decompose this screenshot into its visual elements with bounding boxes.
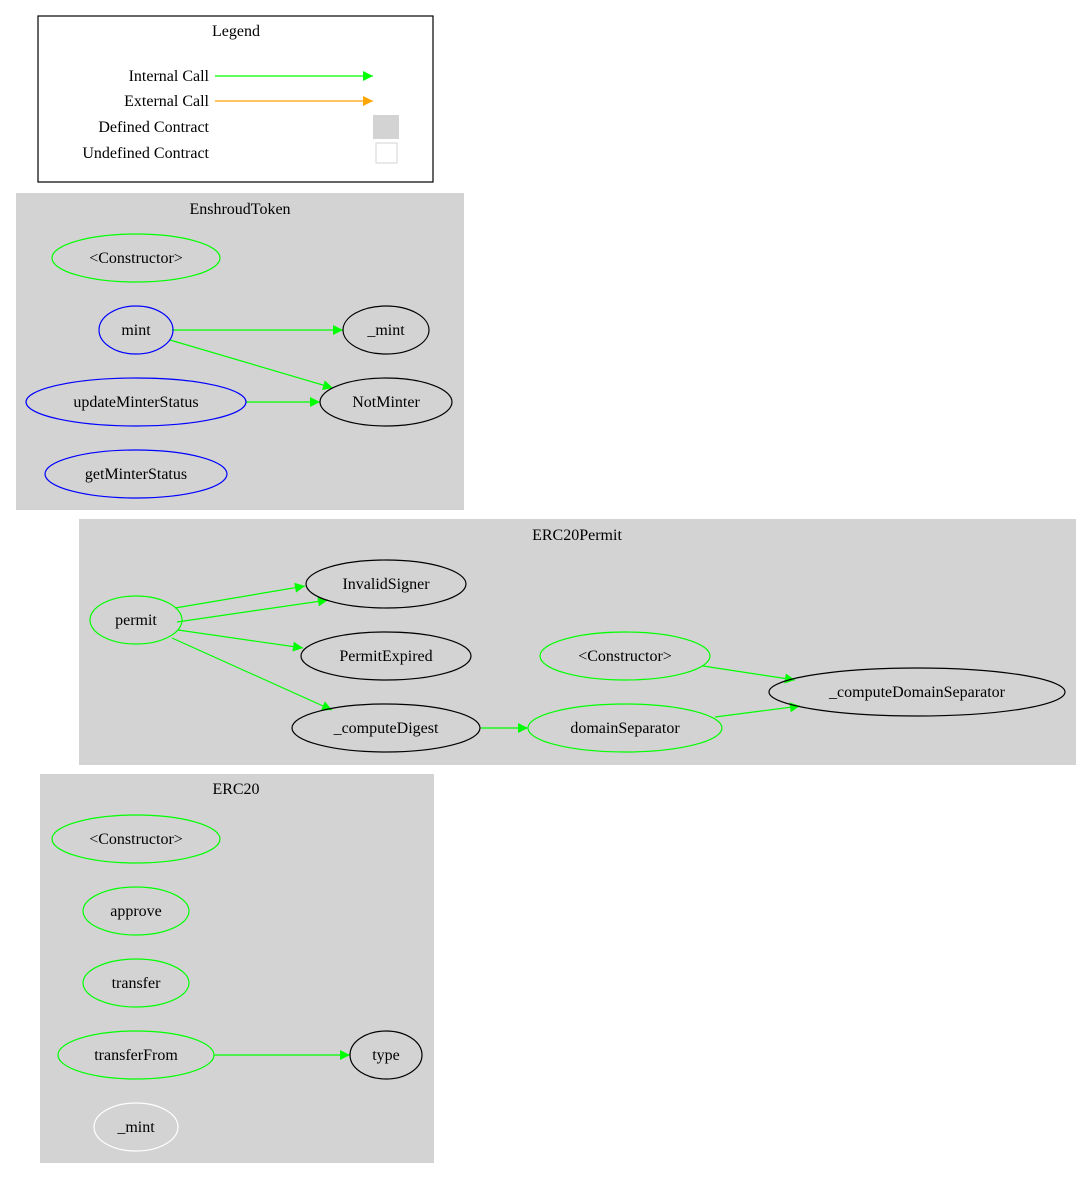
- node-label: permit: [115, 612, 157, 629]
- node-ellipse: [319, 377, 453, 427]
- cluster-background: [16, 193, 464, 510]
- node-e_type: type: [349, 1030, 423, 1080]
- legend: Legend Internal Call External Call Defin…: [37, 15, 434, 183]
- node-ellipse: [527, 703, 723, 753]
- legend-label-undefined-contract: Undefined Contract: [82, 145, 209, 162]
- legend-label-external-call: External Call: [124, 93, 209, 110]
- node-ellipse: [291, 703, 481, 753]
- cluster-background: [40, 774, 434, 1163]
- legend-label-internal-call: Internal Call: [129, 68, 210, 85]
- cluster-erc20: ERC20: [40, 774, 434, 1163]
- node-label: <Constructor>: [89, 250, 183, 267]
- node-label: _computeDigest: [333, 720, 439, 737]
- node-ellipse: [300, 631, 472, 681]
- node-label: <Constructor>: [89, 831, 183, 848]
- node-p_expired: PermitExpired: [300, 631, 472, 681]
- cluster-erc20-permit: ERC20Permit: [79, 519, 1076, 765]
- edge-p_permit-to-p_digest: [171, 637, 333, 711]
- node-ellipse: [44, 449, 228, 499]
- node-ellipse: [25, 377, 247, 427]
- legend-label-defined-contract: Defined Contract: [98, 119, 209, 136]
- node-p_digest: _computeDigest: [291, 703, 481, 753]
- node-e_approve: approve: [82, 886, 190, 936]
- node-label: approve: [110, 903, 162, 920]
- node-ellipse: [89, 595, 183, 645]
- cluster-title: ERC20: [212, 781, 259, 798]
- node-ens__mint: _mint: [342, 305, 430, 355]
- node-p_ctor: <Constructor>: [539, 631, 711, 681]
- node-ens_mint: mint: [98, 305, 174, 355]
- edge-p_permit-to-p_expired: [177, 629, 304, 652]
- node-p_compute: _computeDomainSeparator: [768, 667, 1066, 717]
- node-ellipse: [539, 631, 711, 681]
- node-ellipse: [98, 305, 174, 355]
- node-ellipse: [51, 233, 221, 283]
- edge-p_domain-to-p_compute: [714, 702, 801, 718]
- node-ellipse: [768, 667, 1066, 717]
- edges: [169, 325, 801, 1060]
- node-label: transferFrom: [94, 1047, 178, 1064]
- node-ens_notminter: NotMinter: [319, 377, 453, 427]
- edge-p_ctor-to-p_compute: [702, 665, 796, 684]
- edge-p_permit-to-p_invalid: [176, 596, 329, 623]
- cluster-title: ERC20Permit: [532, 527, 622, 544]
- node-ellipse: [82, 958, 190, 1008]
- node-p_permit: permit: [89, 595, 183, 645]
- node-e_transfer: transfer: [82, 958, 190, 1008]
- cluster-title: EnshroudToken: [189, 201, 290, 218]
- node-ellipse: [57, 1030, 215, 1080]
- edge-p_permit-to-p_invalid: [174, 582, 306, 609]
- node-ellipse: [305, 559, 467, 609]
- node-ellipse: [93, 1102, 179, 1152]
- node-label: InvalidSigner: [342, 576, 430, 593]
- node-ellipse: [349, 1030, 423, 1080]
- node-label: _computeDomainSeparator: [828, 684, 1006, 701]
- node-ens_ctor: <Constructor>: [51, 233, 221, 283]
- legend-undefined-contract-swatch: [375, 142, 398, 164]
- node-label: getMinterStatus: [85, 466, 187, 483]
- node-e__mint: _mint: [93, 1102, 179, 1152]
- node-label: _mint: [366, 322, 405, 339]
- node-p_invalid: InvalidSigner: [305, 559, 467, 609]
- node-label: updateMinterStatus: [73, 394, 198, 411]
- node-ellipse: [51, 814, 221, 864]
- node-label: domainSeparator: [570, 720, 680, 737]
- node-label: transfer: [112, 975, 162, 992]
- legend-defined-contract-swatch: [373, 115, 399, 139]
- cluster-enshroud-token: EnshroudToken: [16, 193, 464, 510]
- node-ens_update: updateMinterStatus: [25, 377, 247, 427]
- node-label: PermitExpired: [339, 648, 432, 665]
- node-p_domain: domainSeparator: [527, 703, 723, 753]
- cluster-background: [79, 519, 1076, 765]
- node-ellipse: [342, 305, 430, 355]
- node-label: <Constructor>: [578, 648, 672, 665]
- node-ens_get: getMinterStatus: [44, 449, 228, 499]
- legend-title: Legend: [212, 23, 260, 40]
- edge-ens_mint-to-ens_notminter: [169, 339, 334, 390]
- node-ellipse: [82, 886, 190, 936]
- node-label: type: [372, 1047, 400, 1064]
- node-label: _mint: [116, 1119, 155, 1136]
- nodes: <Constructor> mint _mint updateMinterStatus…: [25, 233, 1066, 1152]
- node-e_transferFrom: transferFrom: [57, 1030, 215, 1080]
- node-e_ctor: <Constructor>: [51, 814, 221, 864]
- node-label: NotMinter: [352, 394, 420, 411]
- node-label: mint: [121, 322, 151, 339]
